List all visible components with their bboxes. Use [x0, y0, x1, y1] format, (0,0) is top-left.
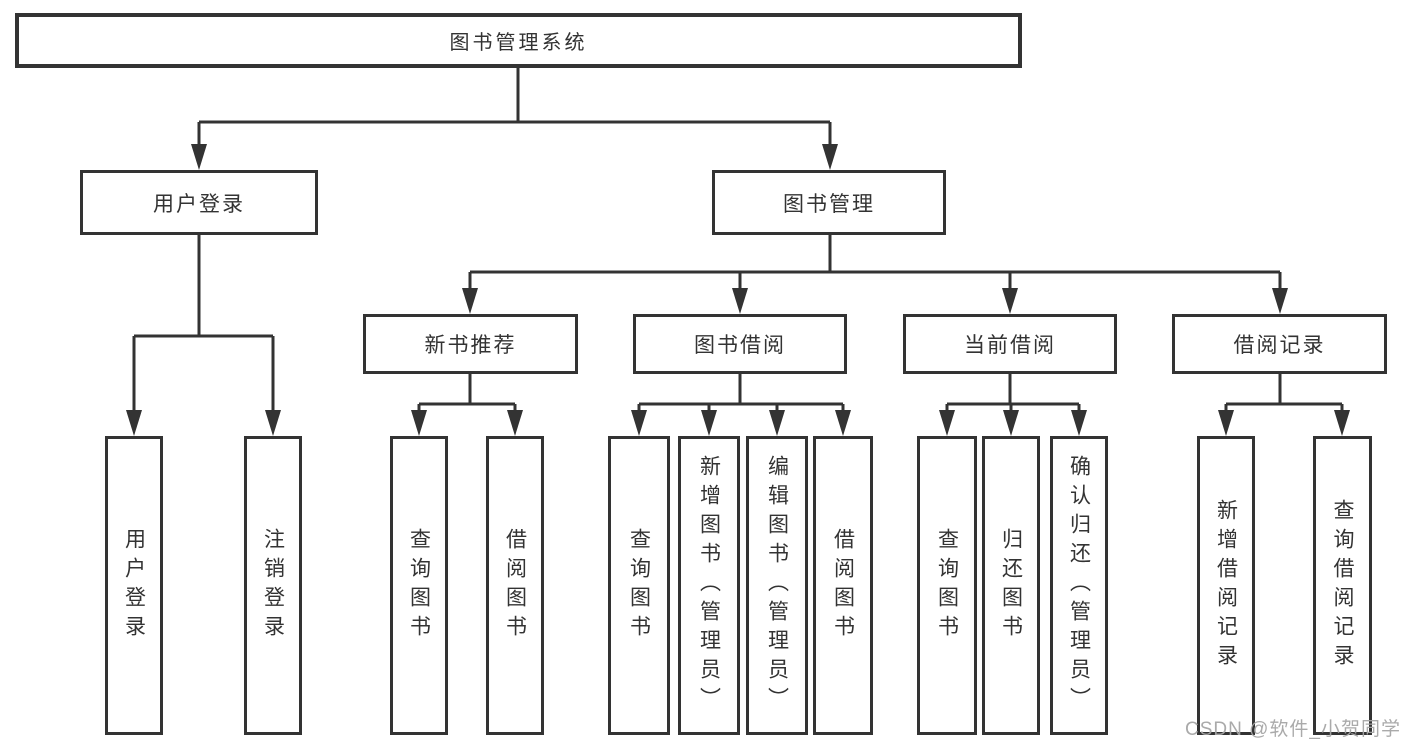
- leaf-logout-login-label: 注销登录: [261, 527, 285, 644]
- leaf-records-query-record-label: 查询借阅记录: [1331, 498, 1354, 673]
- leaf-borrowing-borrow-books: 借阅图书: [813, 436, 873, 735]
- node-book-management-label: 图书管理: [783, 192, 875, 216]
- leaf-logout-login: 注销登录: [244, 436, 302, 735]
- leaf-borrowing-borrow-books-label: 借阅图书: [831, 527, 855, 644]
- node-borrowing-records-label: 借阅记录: [1233, 334, 1326, 357]
- leaf-borrowing-add-books-admin-label: 新增图书（管理员）: [697, 455, 721, 716]
- node-current-borrowing-label: 当前借阅: [964, 334, 1056, 357]
- leaf-current-query-books: 查询图书: [917, 436, 977, 735]
- leaf-newbook-query-books: 查询图书: [390, 436, 448, 735]
- node-new-book-recommend-label: 新书推荐: [424, 334, 517, 357]
- node-root-system: 图书管理系统: [15, 13, 1022, 68]
- leaf-newbook-query-books-label: 查询图书: [407, 527, 431, 644]
- leaf-borrowing-edit-books-admin: 编辑图书（管理员）: [746, 436, 808, 735]
- leaf-current-confirm-return-admin-label: 确认归还（管理员）: [1067, 455, 1091, 716]
- node-user-login-label: 用户登录: [153, 192, 245, 216]
- node-current-borrowing: 当前借阅: [903, 314, 1117, 374]
- leaf-borrowing-add-books-admin: 新增图书（管理员）: [678, 436, 740, 735]
- leaf-newbook-borrow-books-label: 借阅图书: [503, 527, 527, 644]
- leaf-newbook-borrow-books: 借阅图书: [486, 436, 544, 735]
- node-root-label: 图书管理系统: [449, 32, 588, 54]
- node-borrowing-records: 借阅记录: [1172, 314, 1387, 374]
- leaf-borrowing-query-books: 查询图书: [608, 436, 670, 735]
- leaf-records-add-record: 新增借阅记录: [1197, 436, 1255, 735]
- node-user-login: 用户登录: [80, 170, 318, 235]
- leaf-current-return-books-label: 归还图书: [999, 527, 1023, 644]
- node-book-management: 图书管理: [712, 170, 946, 235]
- node-book-borrowing: 图书借阅: [633, 314, 847, 374]
- leaf-current-return-books: 归还图书: [982, 436, 1040, 735]
- leaf-records-query-record: 查询借阅记录: [1313, 436, 1372, 735]
- leaf-current-query-books-label: 查询图书: [935, 527, 959, 644]
- node-book-borrowing-label: 图书借阅: [694, 334, 786, 357]
- node-new-book-recommend: 新书推荐: [363, 314, 578, 374]
- leaf-borrowing-edit-books-admin-label: 编辑图书（管理员）: [765, 455, 789, 716]
- leaf-user-login: 用户登录: [105, 436, 163, 735]
- leaf-current-confirm-return-admin: 确认归还（管理员）: [1050, 436, 1108, 735]
- leaf-records-add-record-label: 新增借阅记录: [1214, 498, 1238, 673]
- csdn-watermark: CSDN @软件_小贺同学: [1185, 719, 1401, 740]
- leaf-borrowing-query-books-label: 查询图书: [627, 527, 651, 644]
- leaf-user-login-label: 用户登录: [122, 527, 146, 644]
